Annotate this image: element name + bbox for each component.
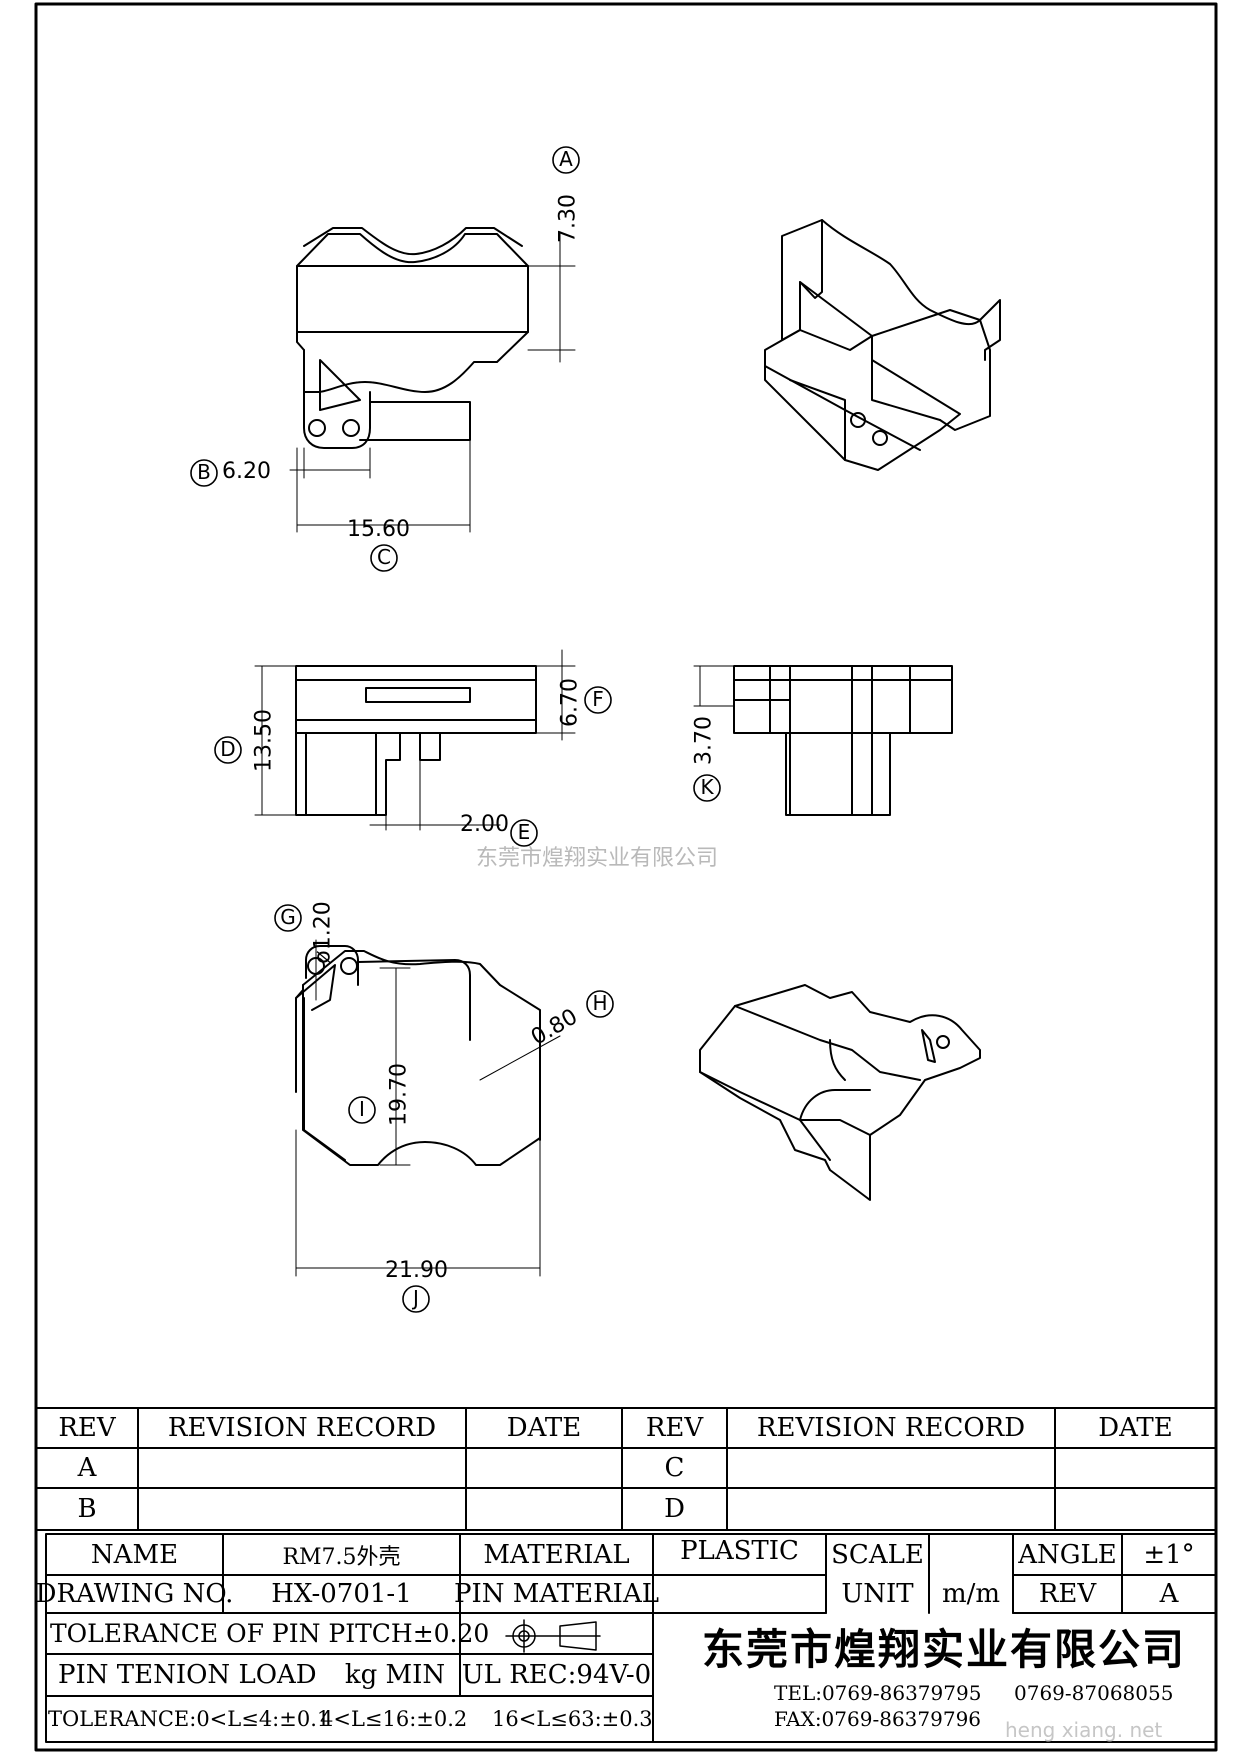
callout-c: C <box>377 545 391 569</box>
callout-a-circle <box>552 146 580 174</box>
iso-view-upper <box>764 219 1001 471</box>
pin-material-value <box>653 1575 826 1613</box>
callout-k-circle <box>693 774 721 802</box>
callout-d: D <box>220 737 236 761</box>
angle-value: ±1° <box>1143 1539 1195 1570</box>
pin-material-label: PIN MATERIAL <box>454 1579 659 1609</box>
callout-e: E <box>517 820 531 844</box>
callout-g-circle <box>274 904 302 932</box>
revision-table-grid <box>35 1407 1217 1531</box>
callout-f: F <box>592 687 604 711</box>
scale-label: SCALE <box>831 1539 924 1570</box>
dim-i: 19.70 <box>386 1063 412 1126</box>
tolerance-range-1: TOLERANCE:0<L≤4:±0.1 <box>48 1707 331 1731</box>
title-block-grid <box>45 1533 1217 1743</box>
drawing-no-label: DRAWING NO. <box>35 1579 234 1609</box>
callout-e-circle <box>510 819 538 847</box>
callout-h-circle <box>586 990 614 1018</box>
watermark-url: heng xiang. net <box>1005 1718 1163 1742</box>
callout-g: G <box>280 905 296 929</box>
dim-k: 3.70 <box>691 716 717 765</box>
callout-j: J <box>413 1286 419 1310</box>
tolerance-pin-pitch: TOLERANCE OF PIN PITCH±0.20 <box>50 1619 490 1648</box>
rev-row-c: C <box>664 1453 685 1483</box>
dim-b: 6.20 <box>222 459 271 484</box>
watermark-company: 东莞市煌翔实业有限公司 <box>476 846 719 871</box>
material-value: PLASTIC <box>680 1535 799 1566</box>
fax-number: FAX:0769-86379796 <box>774 1707 982 1731</box>
bottom-view <box>295 939 561 1277</box>
scale-value <box>929 1534 1013 1575</box>
tolerance-range-2: 4<L≤16:±0.2 <box>320 1707 468 1731</box>
rev-header-rev-1: REV <box>58 1413 116 1443</box>
dim-e: 2.00 <box>460 812 509 837</box>
rev-header-date-1: DATE <box>506 1413 582 1443</box>
rev-row-a: A <box>77 1453 97 1483</box>
dim-a: 7.30 <box>555 194 581 243</box>
rev-row-b: B <box>77 1494 97 1524</box>
iso-view-lower <box>699 984 981 1201</box>
ul-rec: UL REC:94V-0 <box>461 1660 652 1690</box>
tolerance-range-3: 16<L≤63:±0.3 <box>492 1707 653 1731</box>
callout-b-circle <box>190 459 218 487</box>
rev-header-rev-2: REV <box>645 1413 704 1443</box>
projection-symbol <box>505 1619 601 1653</box>
pin-tenion-unit: kg MIN <box>344 1660 446 1690</box>
side-view-right <box>693 665 953 816</box>
callout-k: K <box>700 775 714 799</box>
material-label: MATERIAL <box>483 1539 630 1570</box>
top-view <box>289 227 576 533</box>
dim-d: 13.50 <box>251 709 277 772</box>
callout-i-circle <box>348 1096 376 1124</box>
dim-j: 21.90 <box>385 1258 448 1283</box>
company-name: 东莞市煌翔实业有限公司 <box>702 1624 1187 1674</box>
unit-label: UNIT <box>841 1579 914 1609</box>
rev-header-record-2: REVISION RECORD <box>756 1413 1026 1443</box>
rev-row-d: D <box>664 1494 685 1524</box>
callout-b: B <box>197 460 211 484</box>
rev-value: A <box>1159 1579 1179 1609</box>
callout-h: H <box>592 991 608 1015</box>
dim-g: ø1.20 <box>310 901 336 964</box>
drawing-frame <box>34 2 1218 1752</box>
unit-value: m/m <box>941 1579 1001 1609</box>
callout-f-circle <box>584 686 612 714</box>
name-value: RM7.5外壳 <box>282 1544 401 1570</box>
drawing-no-value: HX-0701-1 <box>271 1579 412 1609</box>
side-view-left <box>254 649 576 831</box>
callout-c-circle <box>370 544 398 572</box>
angle-label: ANGLE <box>1018 1539 1117 1570</box>
rev-header-date-2: DATE <box>1098 1413 1173 1443</box>
tel-number: TEL:0769-86379795 <box>774 1681 982 1705</box>
tel-number-2: 0769-87068055 <box>1014 1681 1174 1705</box>
callout-d-circle <box>214 736 242 764</box>
rev-label: REV <box>1038 1579 1097 1609</box>
dim-c: 15.60 <box>347 517 410 542</box>
callout-j-circle <box>402 1285 430 1313</box>
pin-tenion-load: PIN TENION LOAD <box>58 1660 317 1690</box>
callout-i: I <box>359 1097 365 1121</box>
rev-header-record-1: REVISION RECORD <box>167 1413 437 1443</box>
name-label: NAME <box>90 1539 179 1570</box>
dim-f: 6.70 <box>557 678 583 727</box>
callout-a: A <box>559 147 573 171</box>
